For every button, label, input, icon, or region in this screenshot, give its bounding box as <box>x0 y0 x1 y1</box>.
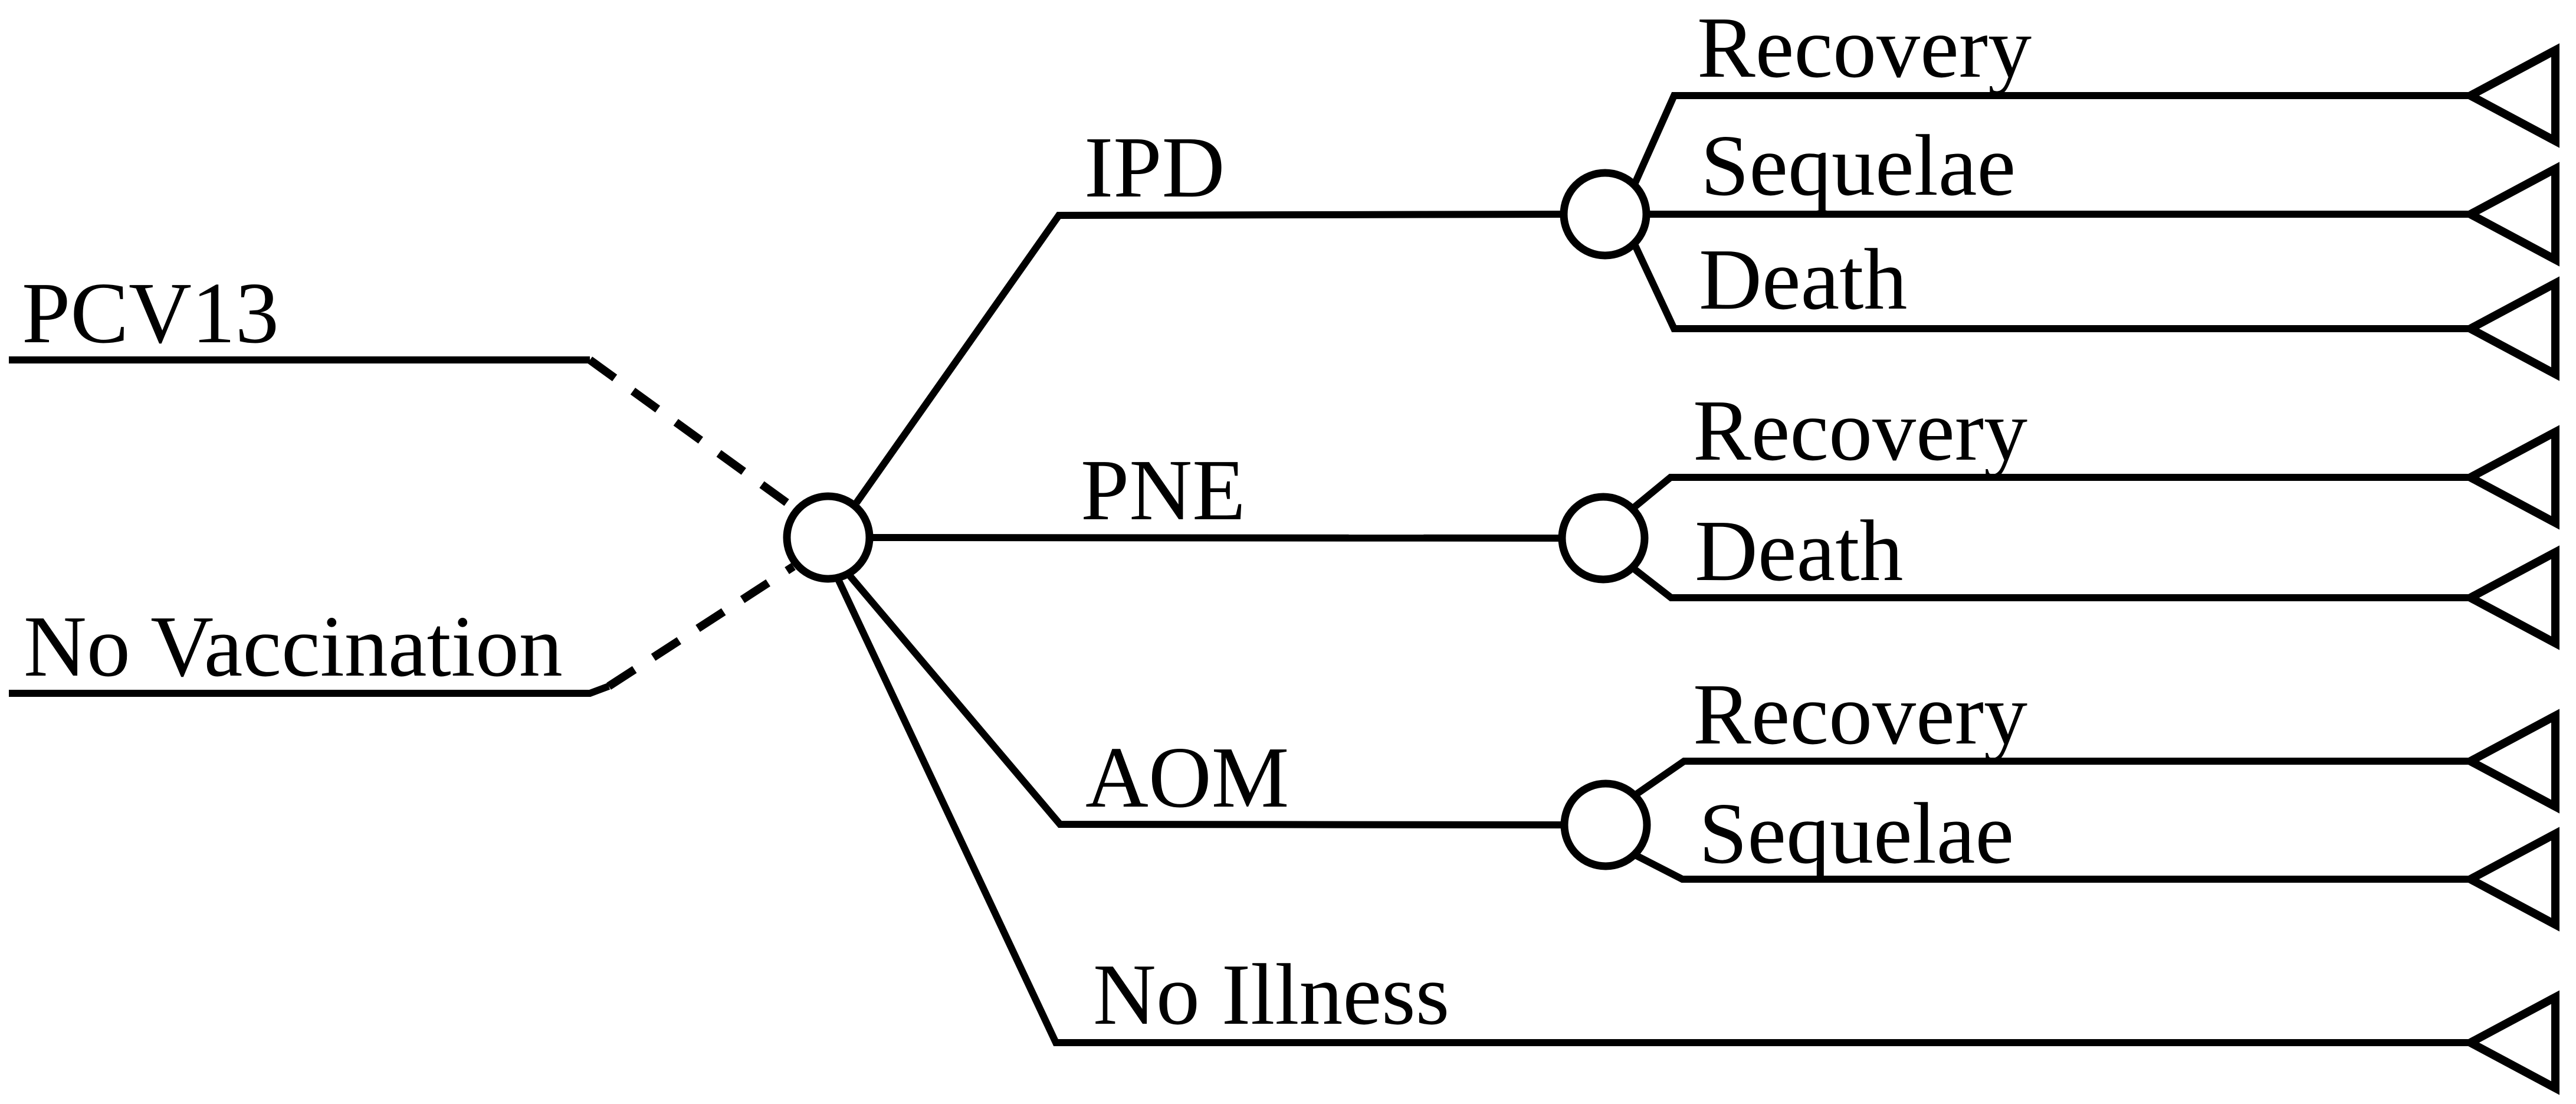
chance-node-pne-circle-icon <box>1558 493 1649 584</box>
outcome-label-pne-recovery: Recovery <box>1693 382 2027 479</box>
outcome-label-aom-recovery: Recovery <box>1693 666 2027 763</box>
chance-node-root-circle-icon <box>783 492 874 583</box>
strategy-label-pcv13: PCV13 <box>22 265 279 362</box>
dashed-connector-pcv13 <box>587 356 796 511</box>
dashed-connector-no-vaccination <box>606 563 796 690</box>
chance-node-aom-circle-icon <box>1560 779 1651 870</box>
branch-label-aom: AOM <box>1085 729 1289 826</box>
outcome-line-aom-recovery <box>1634 758 2470 797</box>
strategy-label-no-vaccination: No Vaccination <box>24 598 563 695</box>
branch-line-ipd <box>854 211 1564 505</box>
outcome-label-pne-death: Death <box>1695 503 1903 599</box>
outcome-label-ipd-recovery: Recovery <box>1697 0 2032 96</box>
branch-line-aom <box>846 573 1565 828</box>
outcome-label-ipd-sequelae: Sequelae <box>1701 117 2016 214</box>
outcome-line-pne-recovery <box>1632 474 2470 510</box>
chance-node-ipd-circle-icon <box>1560 169 1650 260</box>
outcome-line-ipd-recovery <box>1632 92 2470 185</box>
branch-line-no-illness <box>835 578 2470 1046</box>
terminal-node-ipd-sequelae-triangle-icon <box>2462 162 2559 267</box>
outcome-line-aom-sequelae <box>1635 852 2470 883</box>
branch-label-pne: PNE <box>1081 442 1246 539</box>
terminal-node-ipd-death-triangle-icon <box>2462 276 2559 381</box>
terminal-node-pne-recovery-triangle-icon <box>2462 425 2559 530</box>
outcome-label-ipd-death: Death <box>1699 231 1907 328</box>
outcome-label-aom-sequelae: Sequelae <box>1699 785 2014 882</box>
terminal-node-aom-recovery-triangle-icon <box>2462 709 2559 814</box>
branch-label-ipd: IPD <box>1084 119 1225 216</box>
branch-label-no-illness: No Illness <box>1093 946 1449 1043</box>
outcome-line-pne-death <box>1632 566 2470 601</box>
terminal-node-aom-sequelae-triangle-icon <box>2462 827 2559 932</box>
strategy-line-no-vaccination <box>9 683 611 697</box>
terminal-node-ipd-recovery-triangle-icon <box>2462 43 2559 148</box>
outcome-line-ipd-death <box>1632 244 2470 332</box>
terminal-node-no-illness-triangle-icon <box>2462 990 2559 1095</box>
terminal-node-pne-death-triangle-icon <box>2462 545 2559 650</box>
